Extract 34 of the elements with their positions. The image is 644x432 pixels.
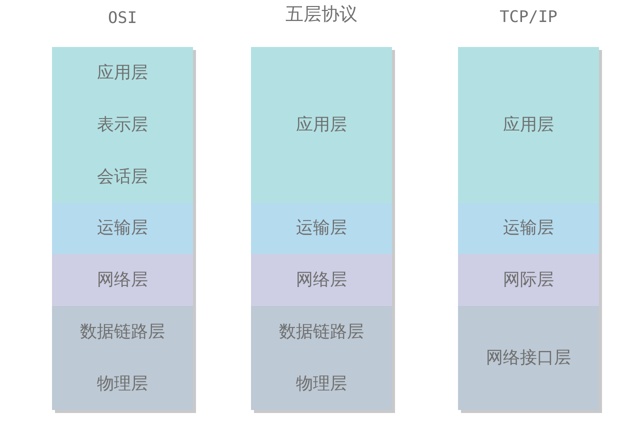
layer-band xyxy=(52,150,193,203)
layer-band xyxy=(458,306,599,410)
column-heading: OSI xyxy=(107,7,138,29)
layer-label: 网络层 xyxy=(97,269,148,292)
layer-label: 物理层 xyxy=(97,373,148,396)
layer-label: 网络层 xyxy=(296,269,347,292)
layer-label: 网际层 xyxy=(503,269,554,292)
layer-band xyxy=(458,47,599,203)
layer-band xyxy=(251,306,392,358)
layer-band xyxy=(52,358,193,410)
layer-band xyxy=(251,47,392,203)
layer-band xyxy=(458,254,599,306)
layer-label: 运输层 xyxy=(97,217,148,240)
layer-band xyxy=(52,202,193,254)
layer-band xyxy=(52,47,193,99)
layer-band xyxy=(52,254,193,306)
column-heading: 五层协议 xyxy=(284,4,358,26)
layer-band xyxy=(52,306,193,358)
layer-label: 应用层 xyxy=(503,114,554,136)
layer-band xyxy=(458,202,599,254)
layer-band xyxy=(251,358,392,410)
layer-label: 运输层 xyxy=(296,217,347,240)
layer-label: 会话层 xyxy=(97,166,148,188)
layer-band xyxy=(251,254,392,306)
layer-label: 运输层 xyxy=(503,217,554,240)
layer-label: 应用层 xyxy=(97,62,148,84)
layer-label: 物理层 xyxy=(296,373,347,396)
layer-label: 表示层 xyxy=(97,114,148,136)
column-heading: TCP/IP xyxy=(498,6,558,28)
layer-label: 数据链路层 xyxy=(279,321,364,344)
layer-label: 应用层 xyxy=(296,114,347,136)
layer-label: 数据链路层 xyxy=(80,321,165,344)
layer-band xyxy=(251,202,392,254)
layer-label: 网络接口层 xyxy=(486,347,571,370)
